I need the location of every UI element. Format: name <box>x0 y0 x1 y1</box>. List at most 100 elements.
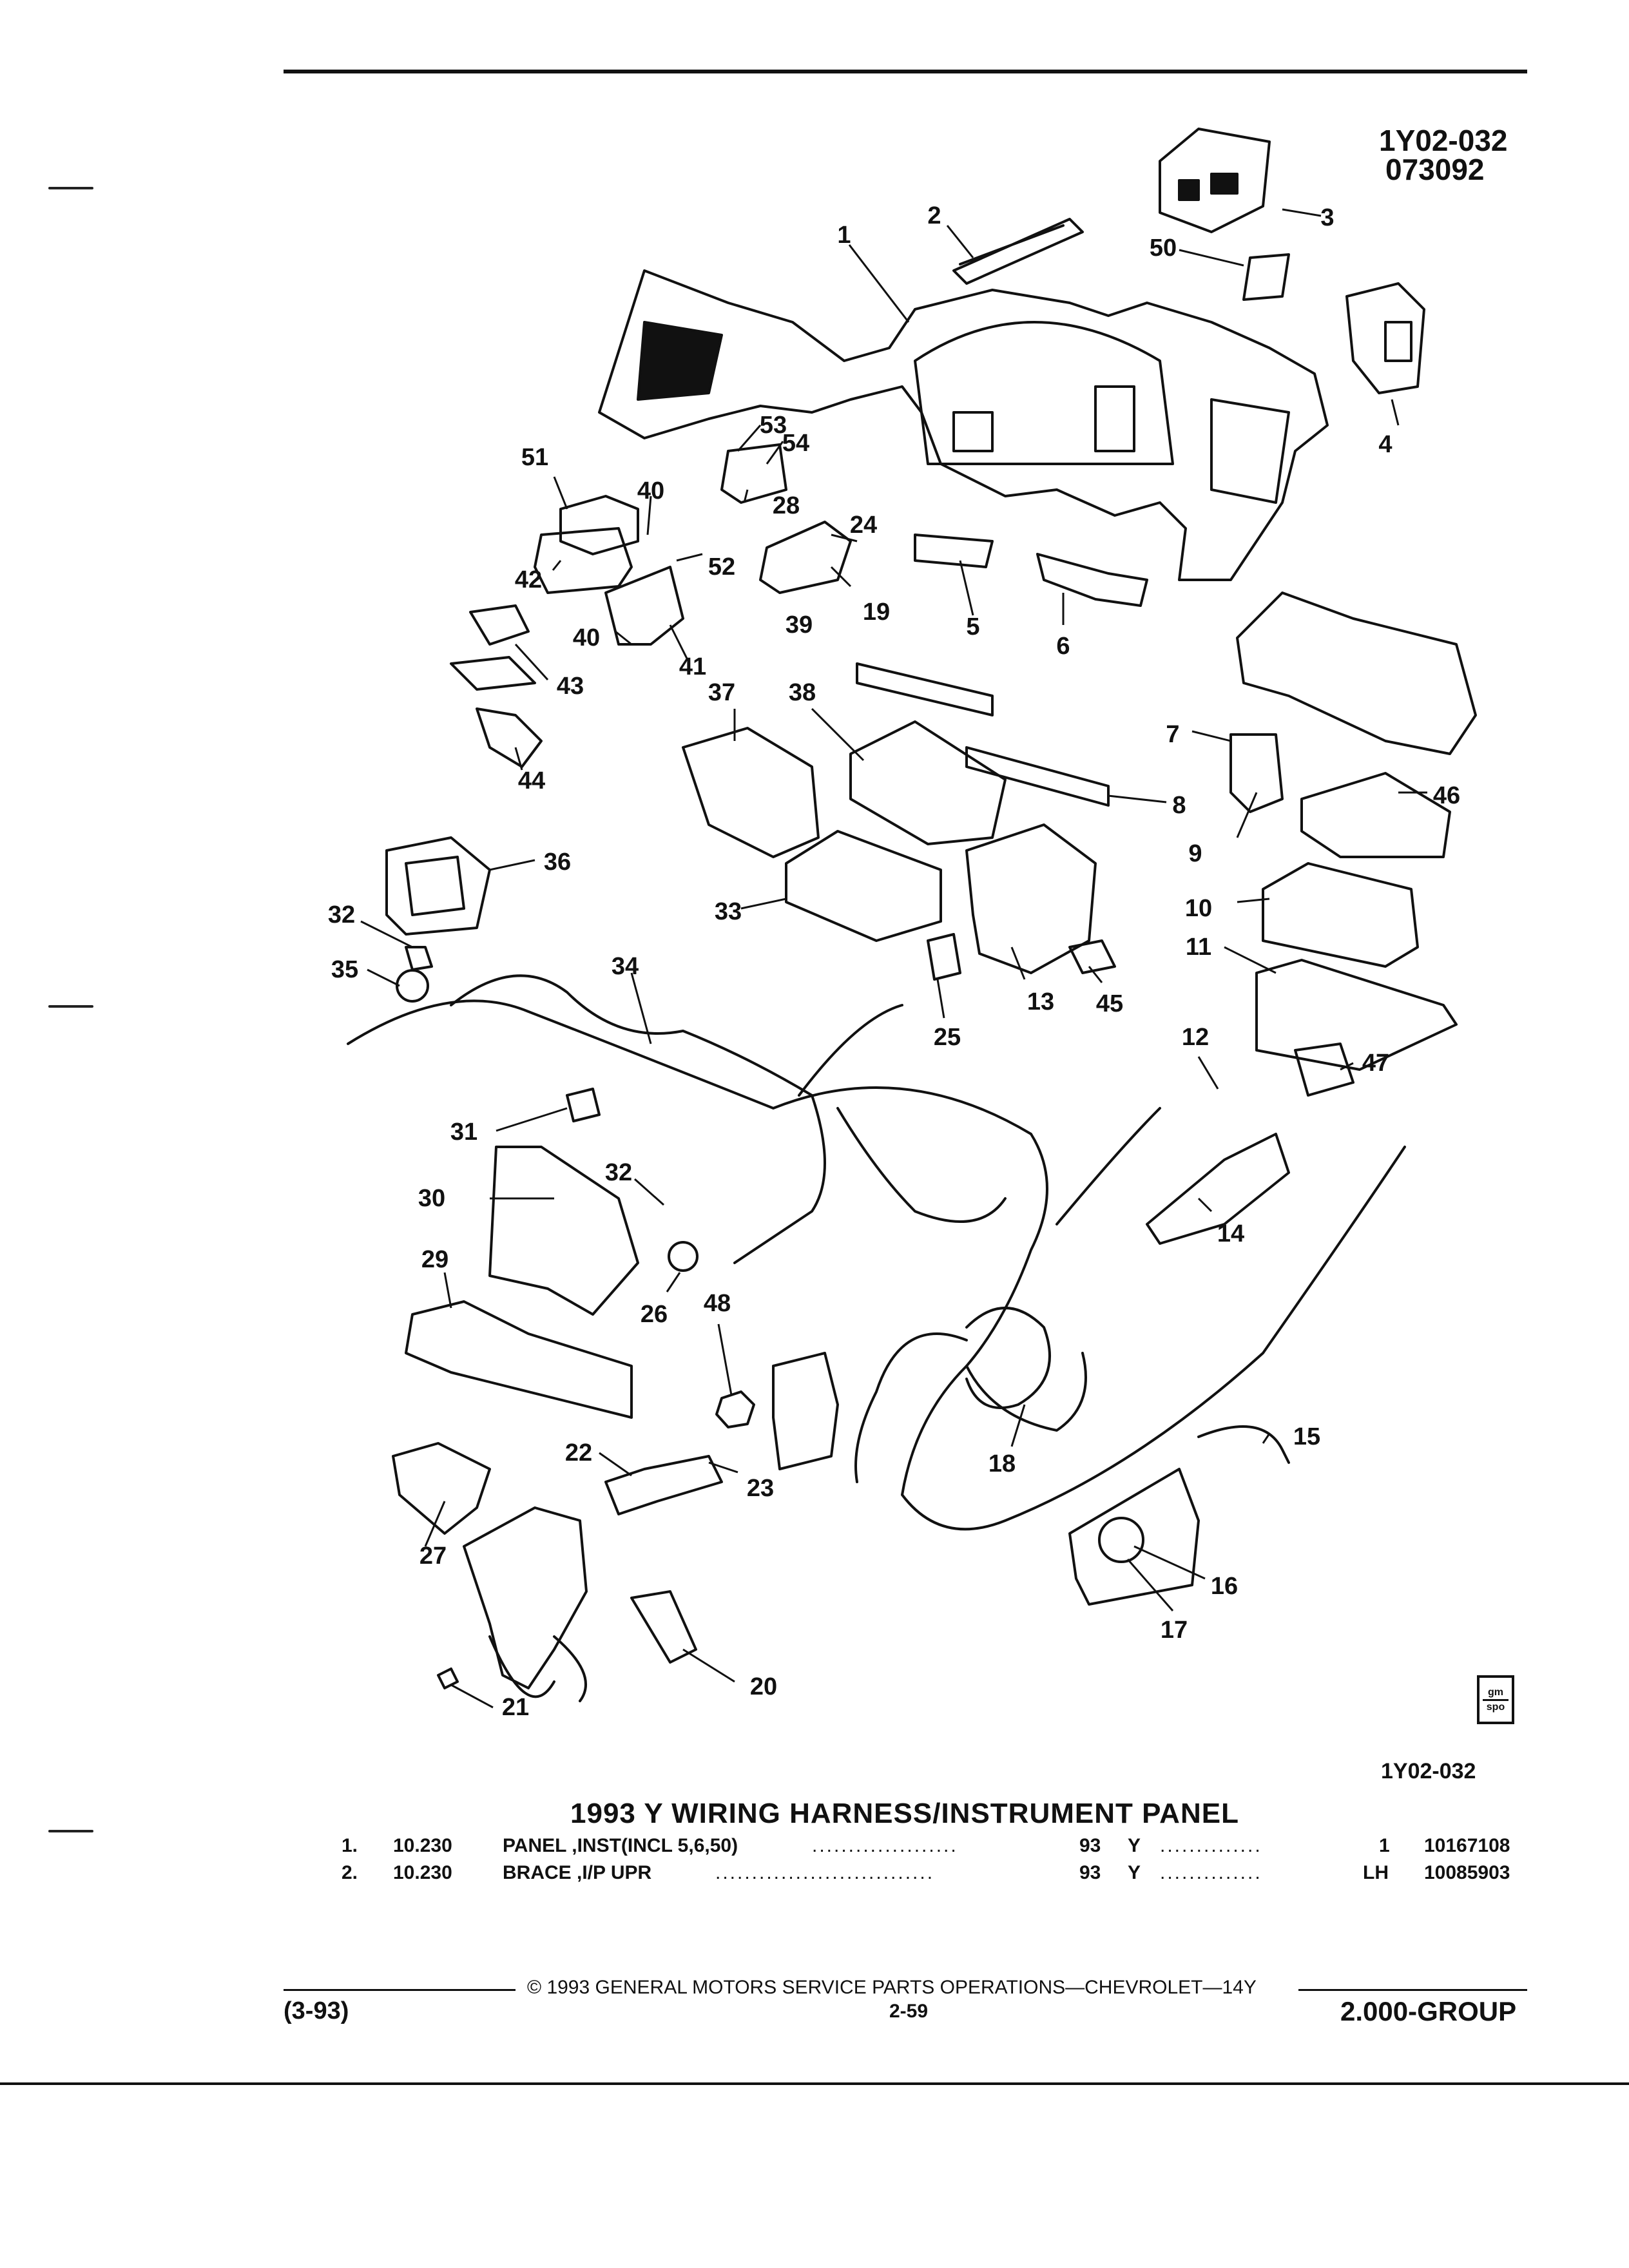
callout-24: 24 <box>849 512 878 539</box>
callout-23: 23 <box>746 1475 775 1502</box>
callout-25: 25 <box>933 1024 961 1051</box>
cover-46-part <box>1300 772 1451 858</box>
group-code: 10.230 <box>393 1835 452 1856</box>
upper-brace-part <box>952 218 1084 285</box>
upper-right-bracket-part <box>1236 591 1477 755</box>
callout-19: 19 <box>862 599 891 626</box>
clip-25-part <box>927 933 961 981</box>
callout-37: 37 <box>708 679 736 706</box>
callout-2: 2 <box>927 202 941 229</box>
pedal-rod-part <box>604 1455 723 1515</box>
callout-13: 13 <box>1027 988 1055 1015</box>
callout-31: 31 <box>450 1119 478 1146</box>
callout-6: 6 <box>1056 633 1070 660</box>
callout-16: 16 <box>1210 1573 1239 1600</box>
callout-32b: 32 <box>604 1159 633 1186</box>
callout-7: 7 <box>1166 721 1180 748</box>
binder-mark <box>48 1005 93 1008</box>
leader-dots: .................... <box>812 1835 958 1856</box>
callout-26: 26 <box>640 1301 668 1328</box>
page-number: 2-59 <box>889 2001 929 2022</box>
exploded-parts-diagram <box>347 128 1477 1709</box>
callout-1: 1 <box>837 222 851 249</box>
part-description: PANEL ,INST(INCL 5,6,50) <box>503 1835 738 1856</box>
screw-21-part <box>437 1667 459 1689</box>
grommet-35-part <box>396 969 429 1003</box>
relay-base-part <box>534 527 633 594</box>
main-harness-part <box>347 999 1406 1531</box>
binder-mark <box>48 1830 93 1832</box>
callout-35: 35 <box>331 956 359 983</box>
bracket-27-part <box>392 1442 491 1535</box>
label-part <box>1242 253 1290 301</box>
callout-28: 28 <box>772 492 800 519</box>
harness-loop-18-part <box>965 1307 1051 1409</box>
plate-30-part <box>488 1146 639 1316</box>
callout-17: 17 <box>1160 1617 1188 1644</box>
callout-4: 4 <box>1378 431 1393 458</box>
bottom-rule <box>0 2082 1629 2085</box>
callout-38: 38 <box>788 679 816 706</box>
callout-9: 9 <box>1188 840 1202 867</box>
model-code: Y <box>1128 1862 1141 1883</box>
relay-31-part <box>566 1088 601 1122</box>
clip-45-part <box>1068 939 1116 974</box>
callout-48: 48 <box>703 1290 731 1317</box>
module-33-part <box>785 830 942 942</box>
callout-30: 30 <box>418 1185 446 1212</box>
callout-8: 8 <box>1172 792 1186 819</box>
footer-rule-left <box>284 1989 516 1991</box>
doc-ref-date: 073092 <box>1385 153 1485 186</box>
doc-ref-code: 1Y02-032 <box>1379 124 1508 157</box>
small-bracket-part <box>720 443 787 504</box>
callout-15: 15 <box>1293 1423 1321 1450</box>
footer-rule-right <box>1298 1989 1527 1991</box>
leader-dots: .............. <box>1160 1862 1262 1883</box>
item-number: 2. <box>342 1862 358 1883</box>
callout-43: 43 <box>556 673 584 700</box>
callout-36: 36 <box>543 849 572 876</box>
model-code: Y <box>1128 1835 1141 1856</box>
top-rule <box>284 70 1527 73</box>
switch-14-part <box>1146 1133 1290 1245</box>
nut-48-part <box>715 1390 755 1428</box>
callout-32a: 32 <box>327 901 356 928</box>
instrument-panel-part <box>598 269 1329 581</box>
module-38-part <box>849 720 1007 845</box>
connector-44-part <box>476 707 543 768</box>
module-box-part <box>1159 128 1271 233</box>
callout-22: 22 <box>564 1439 593 1466</box>
callout-47: 47 <box>1362 1050 1390 1077</box>
bracket-20-part <box>630 1590 697 1664</box>
badge-text-top: gm <box>1483 1687 1509 1701</box>
grommet-26-part <box>668 1241 699 1272</box>
callout-11: 11 <box>1185 934 1212 961</box>
tray-11-part <box>1255 959 1458 1071</box>
callout-12: 12 <box>1181 1024 1210 1051</box>
callout-46: 46 <box>1432 782 1461 809</box>
strip-39-part <box>856 662 994 716</box>
strip-8-part <box>965 746 1110 807</box>
callout-20: 20 <box>749 1673 778 1700</box>
bracket-37-part <box>682 727 820 858</box>
part-47-shape <box>1294 1043 1354 1097</box>
speaker-16-part <box>1068 1468 1200 1606</box>
model-year: 93 <box>1079 1835 1101 1856</box>
copyright-line: © 1993 GENERAL MOTORS SERVICE PARTS OPER… <box>527 1977 1257 1998</box>
figure-ref: 1Y02-032 <box>1381 1759 1476 1783</box>
part-number: 10167108 <box>1424 1835 1510 1856</box>
callout-53: 53 <box>759 412 787 439</box>
leader-dots: .............................. <box>715 1862 935 1883</box>
callout-51: 51 <box>521 444 549 471</box>
group-code: 10.230 <box>393 1862 452 1883</box>
cable-15-part <box>1197 1425 1290 1464</box>
callout-5: 5 <box>966 613 980 640</box>
section-title: 1993 Y WIRING HARNESS/INSTRUMENT PANEL <box>570 1798 1239 1829</box>
item-number: 1. <box>342 1835 358 1856</box>
gm-spo-badge: gm spo <box>1477 1675 1514 1724</box>
callout-21: 21 <box>501 1694 530 1721</box>
callout-45: 45 <box>1095 990 1124 1017</box>
callout-39: 39 <box>785 611 813 639</box>
leader-dots: .............. <box>1160 1835 1262 1856</box>
clip-32-part <box>405 946 433 971</box>
